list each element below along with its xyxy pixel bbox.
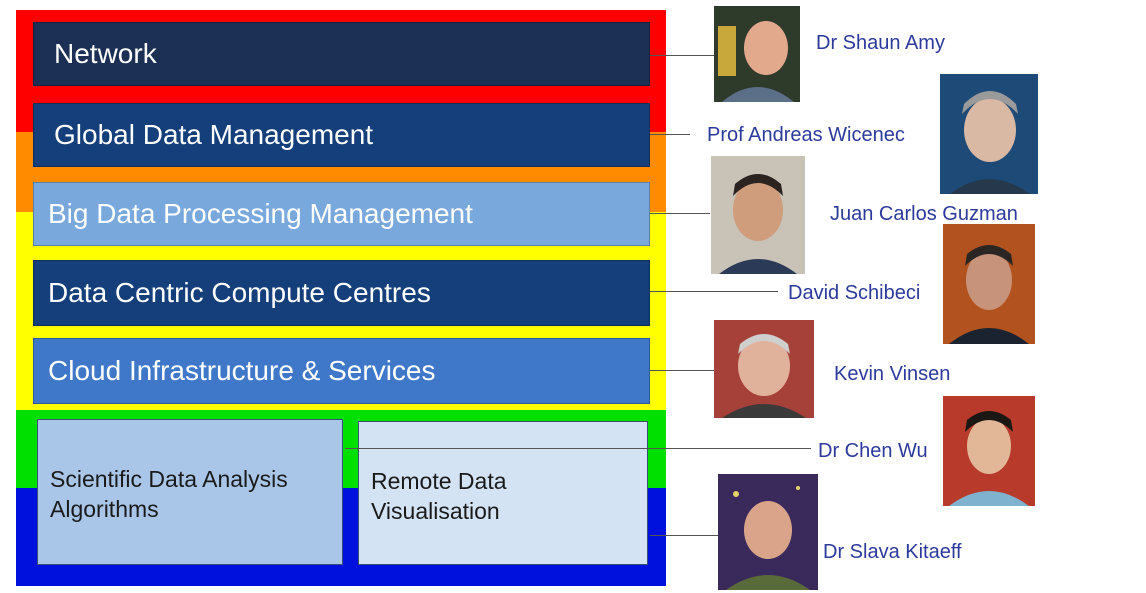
connector-line [650, 370, 714, 371]
layer-network: Network [33, 22, 650, 86]
portrait-icon [714, 320, 814, 418]
connector-line [650, 213, 710, 214]
photo-david-schibeci [943, 224, 1035, 344]
portrait-icon [943, 224, 1035, 344]
layer-big-data-processing: Big Data Processing Management [33, 182, 650, 246]
person-name: Dr Chen Wu [818, 440, 928, 462]
portrait-icon [940, 74, 1038, 194]
connector-line [650, 134, 690, 135]
layer-label: Network [54, 38, 157, 69]
connector-line [650, 55, 714, 56]
portrait-icon [943, 396, 1035, 506]
layer-label: Global Data Management [54, 119, 374, 150]
person-name: Kevin Vinsen [834, 363, 951, 385]
layer-label: Data Centric Compute Centres [48, 277, 431, 308]
photo-chen-wu [943, 396, 1035, 506]
connector-line [650, 291, 778, 292]
portrait-icon [718, 474, 818, 590]
photo-juan-carlos-guzman [711, 156, 805, 274]
layer-data-centric-compute: Data Centric Compute Centres [33, 260, 650, 326]
portrait-icon [711, 156, 805, 274]
connector-line [345, 448, 811, 449]
photo-andreas-wicenec [940, 74, 1038, 194]
photo-kevin-vinsen [714, 320, 814, 418]
layer-label: Big Data Processing Management [48, 198, 473, 229]
person-name: Juan Carlos Guzman [830, 203, 1018, 225]
sublayer-scientific-analysis: Scientific Data Analysis Algorithms [37, 419, 343, 565]
photo-slava-kitaeff [718, 474, 818, 590]
person-name: Prof Andreas Wicenec [707, 124, 905, 146]
person-name: David Schibeci [788, 282, 921, 304]
person-name: Dr Shaun Amy [816, 32, 945, 54]
layer-global-data-management: Global Data Management [33, 103, 650, 167]
portrait-icon [714, 6, 800, 102]
sublayer-label: Remote Data Visualisation [371, 468, 507, 524]
sublayer-remote-visualisation: Remote Data Visualisation [358, 421, 648, 565]
sublayer-label: Scientific Data Analysis Algorithms [50, 466, 288, 522]
person-name: Dr Slava Kitaeff [823, 541, 962, 563]
connector-line [650, 535, 720, 536]
layer-label: Cloud Infrastructure & Services [48, 355, 436, 386]
layer-cloud-infrastructure: Cloud Infrastructure & Services [33, 338, 650, 404]
photo-shaun-amy [714, 6, 800, 102]
